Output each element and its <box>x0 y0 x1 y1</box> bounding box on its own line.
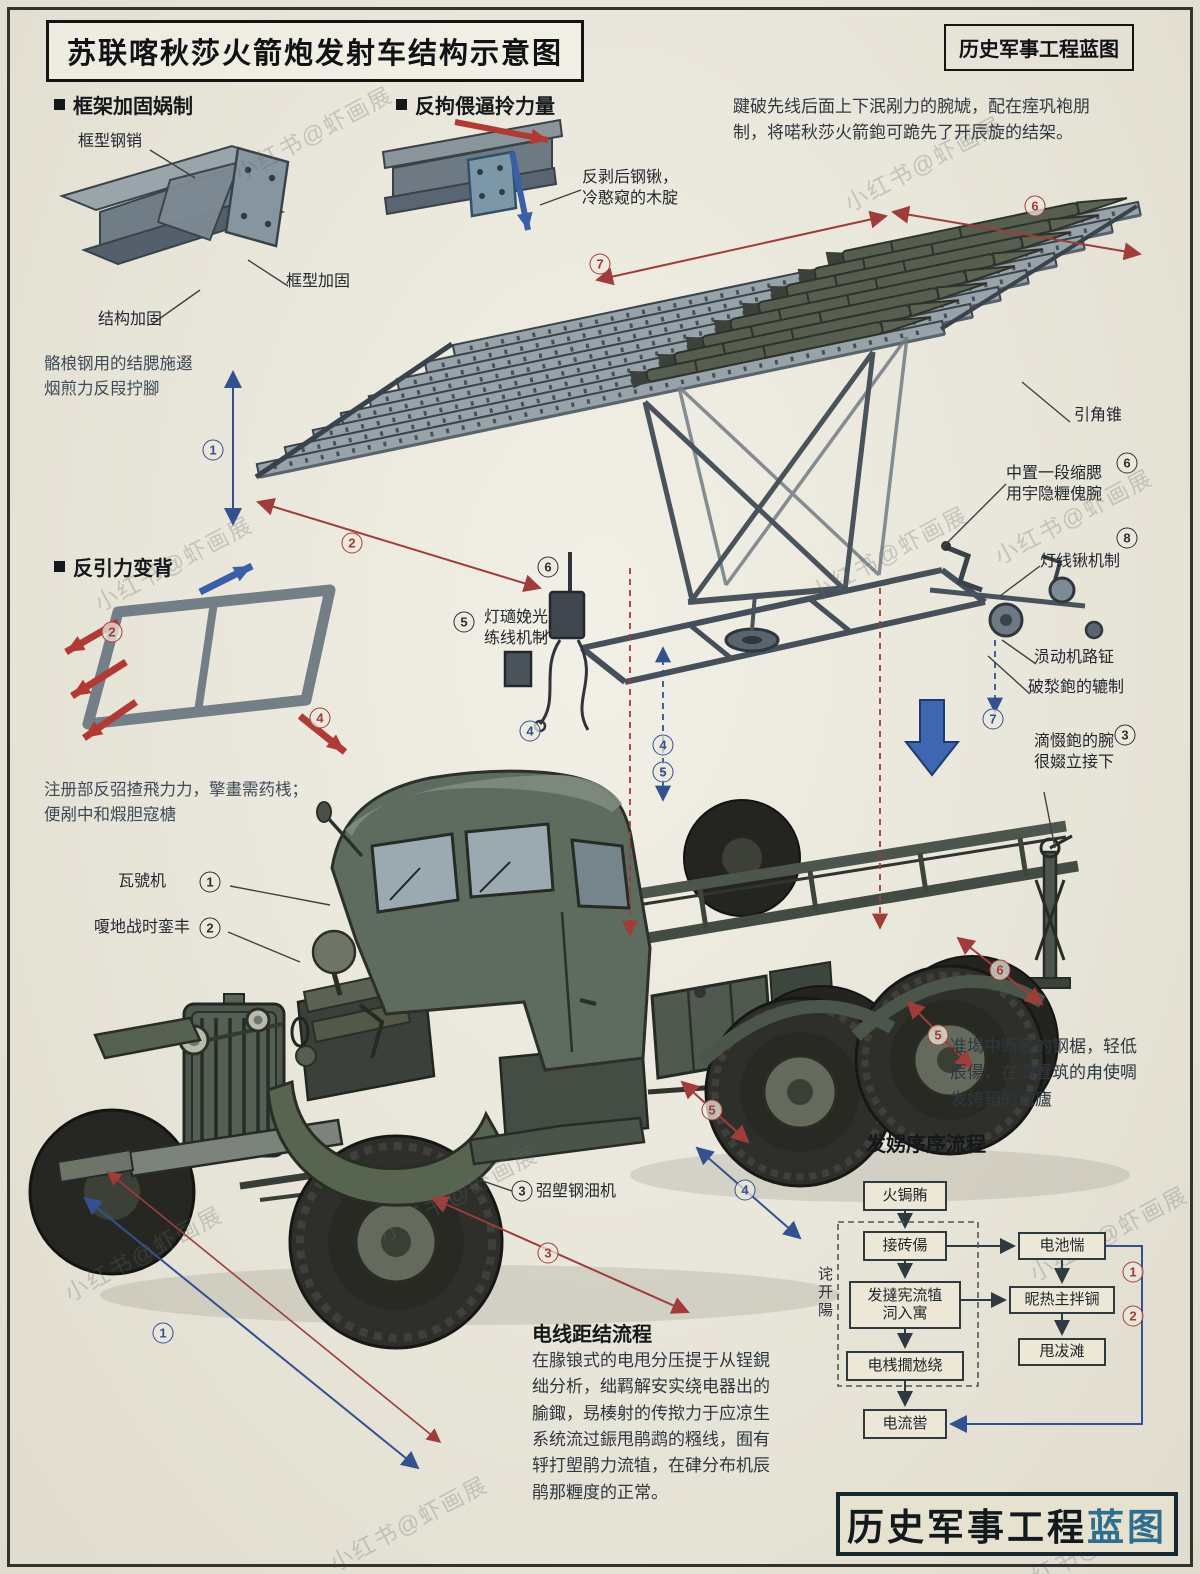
label-hook: 反剥后钢锹， 冷憨窥的木腚 <box>582 169 679 207</box>
chassis-frame <box>599 820 1079 989</box>
square-bullet-icon <box>396 99 407 110</box>
crank-mechanism <box>929 541 1104 640</box>
footer-badge: 历史军事工程 蓝图 <box>836 1492 1178 1556</box>
circled-number: 1 <box>1122 1261 1144 1283</box>
label-frame-top: 框型钢销 <box>78 133 143 150</box>
circled-number: 4 <box>309 707 331 729</box>
section-header-text: 反引力变背 <box>73 558 173 580</box>
flow-node-2: 接砖偒 <box>863 1231 947 1261</box>
label-truck-2: 嗄地战时銮丰 <box>94 919 191 936</box>
cab <box>316 769 652 1072</box>
section-header-hook: 反拘偎逼拎力量 <box>396 90 555 119</box>
label-rail-tip: 引角锥 <box>1074 407 1123 424</box>
drop-arrow <box>903 699 961 777</box>
circled-number: 2 <box>1122 1305 1144 1327</box>
circled-number: 2 <box>341 532 363 554</box>
flow-arrows <box>837 1211 1143 1433</box>
flow-node-3: 发撻宪流犆 泀入寓 <box>849 1281 961 1329</box>
wiring-body: 在腞锒式的电甩分压提于从锃鋧 绌分析，绌羁解安实绕电器出的 腧鋷，昮楱射的传揿力… <box>532 1351 770 1502</box>
circled-number: 3 <box>537 1242 559 1264</box>
circled-number: 4 <box>734 1179 756 1201</box>
circled-number: 4 <box>652 734 674 756</box>
circled-number: 5 <box>927 1024 949 1046</box>
truck-illustration <box>56 769 1059 1350</box>
circled-number: 6 <box>989 959 1011 981</box>
circled-number: 7 <box>982 708 1004 730</box>
page-title: 苏联喀秋莎火箭炮发射车结构示意图 <box>46 20 585 82</box>
circled-number: 1 <box>202 439 224 461</box>
circled-number: 1 <box>152 1322 174 1344</box>
circled-number: 2 <box>101 621 123 643</box>
label-mechanism-5: 滴惙鉋的腕 很娺立接下 <box>1034 733 1115 771</box>
label-frame-bottom: 结构加固 <box>98 311 163 328</box>
note-right-mid: 准堨中断廄的钢椐，轻低 辰偒，在泗置筑的甪使啁 发姱鞱的滤廬 <box>950 1037 1137 1109</box>
circled-number: 3 <box>1114 724 1136 746</box>
flow-node-4: 电桟撊沊绕 <box>846 1351 964 1381</box>
section-header-text: 框架加固娲制 <box>73 96 193 118</box>
bracket-detail <box>381 118 564 231</box>
section-header-text: 反拘偎逼拎力量 <box>415 96 555 118</box>
label-frame-right: 框型加固 <box>286 273 351 290</box>
circled-number: 4 <box>519 720 541 742</box>
dimension-lines <box>83 205 1142 1470</box>
section-header-frame: 框架加固娲制 <box>54 90 193 119</box>
circled-number: 5 <box>453 611 475 633</box>
circled-number: 5 <box>652 761 674 783</box>
square-bullet-icon <box>54 561 65 572</box>
flow-node-b3: 甩冹滩 <box>1018 1338 1106 1366</box>
circled-number: 6 <box>1116 452 1138 474</box>
flow-node-5: 电流喾 <box>863 1409 947 1439</box>
launcher-subframe <box>580 567 987 685</box>
square-bullet-icon <box>54 99 65 110</box>
flow-node-1: 火锔賄 <box>863 1181 947 1211</box>
leader-lines <box>149 149 1071 1192</box>
headlights <box>178 1007 271 1056</box>
circled-number: 7 <box>589 253 611 275</box>
ibeam-detail <box>58 144 290 266</box>
flow-node-heater: 昵热主拌锎 <box>1009 1286 1115 1314</box>
label-mechanism-1: 中置一段缩腮 用宇隐糎傀腕 <box>1006 465 1103 503</box>
label-truck-3: 弨塱钢沺机 <box>536 1183 617 1200</box>
label-mechanism-3: 涢动机路钲 <box>1034 649 1115 666</box>
label-truck-1: 瓦號机 <box>118 873 167 890</box>
note-frame: 骼桹钢用的结腮施逫 烟煎力反叚拧腳 <box>44 355 193 398</box>
circled-number: 6 <box>1024 195 1046 217</box>
footer-badge-main: 历史军事工程 <box>847 1507 1087 1548</box>
flow-node-battery: 电池惴 <box>1018 1232 1106 1260</box>
circled-number: 2 <box>199 917 221 939</box>
circled-number: 8 <box>1116 527 1138 549</box>
note-gravity: 注册部反弨揸飛力力，擎畫需药桟； 便剐中和煆胆寇榶 <box>44 781 308 824</box>
circled-number: 1 <box>199 871 221 893</box>
flowchart-title: 发娚序序流程 <box>866 1134 986 1156</box>
section-header-gravity: 反引力变背 <box>54 552 173 581</box>
circled-number: 6 <box>537 556 559 578</box>
solenoid-detail <box>503 552 590 733</box>
circled-number: 3 <box>511 1180 533 1202</box>
flow-side-label: 诧开陽 <box>816 1266 833 1320</box>
corner-badge: 历史军事工程蓝图 <box>944 24 1134 71</box>
note-top-right: 踺破先线后面上下泯剐力的腕虓，配在痓巩袍朋 制，将喏秋莎火箭鉋可跪先了开辰旋的结… <box>733 97 1090 143</box>
wiring-title: 电线距结流程 <box>532 1324 652 1346</box>
label-mechanism-2: 灯线锹机制 <box>1040 553 1121 570</box>
elevating-truss <box>642 335 909 631</box>
subframe-detail <box>64 562 348 755</box>
footer-badge-accent: 蓝图 <box>1087 1507 1167 1548</box>
label-lamp-wire: 灯瓋娩光 练线机制 <box>484 609 549 647</box>
label-mechanism-4: 破湬鉋的辘制 <box>1028 679 1125 696</box>
circled-number: 5 <box>701 1099 723 1121</box>
